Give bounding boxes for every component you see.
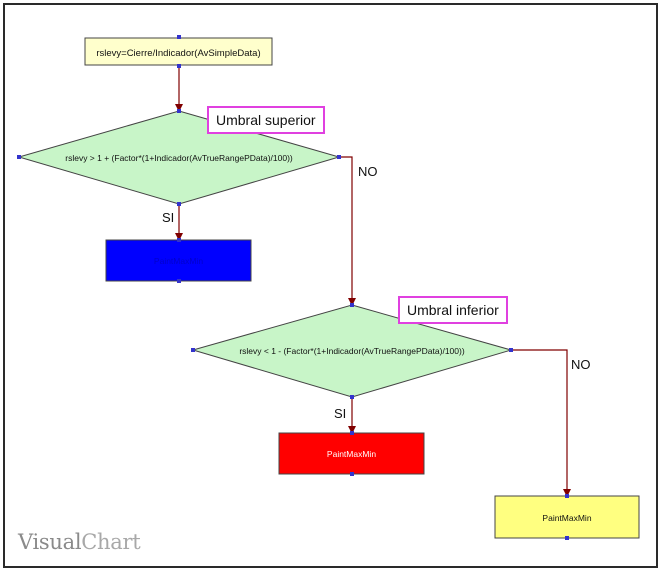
handle[interactable] xyxy=(350,431,354,435)
connector-decision2-no xyxy=(511,349,571,497)
action-paint-yellow-text: PaintMaxMin xyxy=(542,513,591,523)
handle[interactable] xyxy=(565,536,569,540)
handle[interactable] xyxy=(350,472,354,476)
handle[interactable] xyxy=(337,155,341,159)
handle[interactable] xyxy=(177,35,181,39)
handle[interactable] xyxy=(177,238,181,242)
handle[interactable] xyxy=(350,303,354,307)
handle[interactable] xyxy=(177,279,181,283)
action-paint-red-text: PaintMaxMin xyxy=(327,449,376,459)
action-paint-blue[interactable] xyxy=(105,239,252,282)
handle[interactable] xyxy=(191,348,195,352)
action-paint-blue-text: PaintMaxMin xyxy=(154,256,203,266)
handle[interactable] xyxy=(177,64,181,68)
handle[interactable] xyxy=(17,155,21,159)
handle[interactable] xyxy=(177,202,181,206)
connectors xyxy=(175,66,571,497)
connector-decision1-no xyxy=(339,156,356,306)
visualchart-watermark: VisualChart xyxy=(18,530,141,554)
watermark-visual: Visual xyxy=(18,530,82,554)
handle[interactable] xyxy=(350,395,354,399)
handle[interactable] xyxy=(177,109,181,113)
callout-upper-threshold: Umbral superior xyxy=(207,106,325,134)
branch-label-yes-2: SI xyxy=(334,406,346,421)
branch-label-no-1: NO xyxy=(358,164,378,179)
branch-label-yes-1: SI xyxy=(162,210,174,225)
handle[interactable] xyxy=(509,348,513,352)
watermark-chart: Chart xyxy=(81,530,141,554)
callout-lower-threshold: Umbral inferior xyxy=(398,296,508,324)
branch-label-no-2: NO xyxy=(571,357,591,372)
decision-lower-threshold-text: rslevy < 1 - (Factor*(1+Indicador(AvTrue… xyxy=(239,346,465,356)
decision-upper-threshold-text: rslevy > 1 + (Factor*(1+Indicador(AvTrue… xyxy=(65,153,293,163)
connection-handles xyxy=(17,35,569,540)
start-process-text: rslevy=Cierre/Indicador(AvSimpleData) xyxy=(96,48,260,59)
handle[interactable] xyxy=(565,494,569,498)
